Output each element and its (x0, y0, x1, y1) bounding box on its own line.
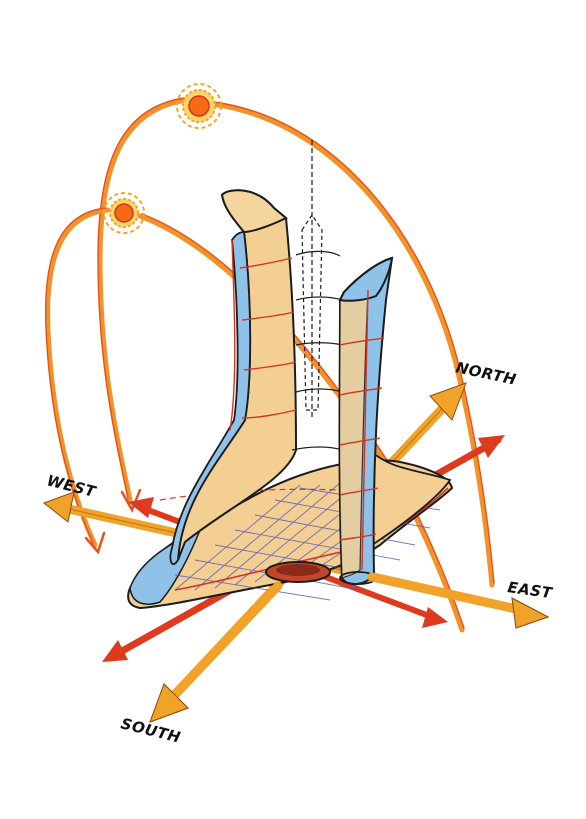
sun-path-low-west (45, 207, 111, 548)
tower-right (338, 256, 452, 586)
sun-icon (176, 83, 222, 129)
north-arrowhead (429, 382, 467, 421)
sun-path-high-east (209, 101, 495, 588)
center-core (291, 140, 343, 451)
front-arrow-segments (149, 572, 550, 723)
west-arrowhead (42, 491, 75, 523)
tower-left (169, 189, 298, 565)
sun-icon (103, 192, 145, 234)
sun-path-high-west (97, 97, 189, 503)
